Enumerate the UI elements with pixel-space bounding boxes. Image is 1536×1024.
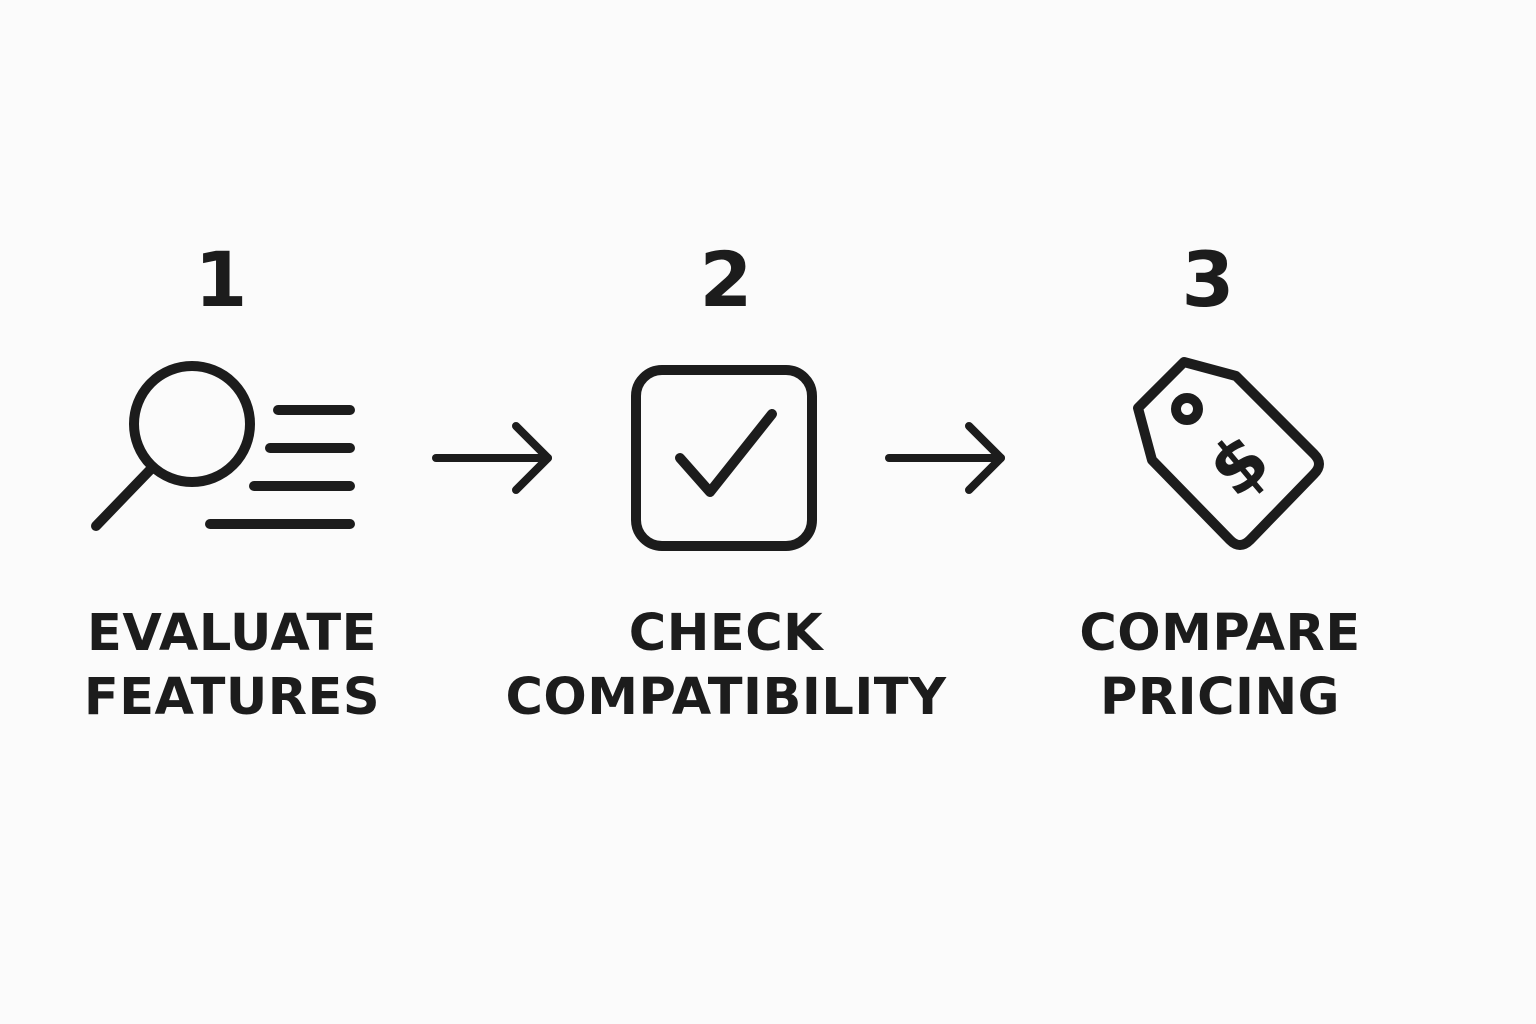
step-label: CHECK COMPATIBILITY xyxy=(466,602,986,730)
step-label: COMPARE PRICING xyxy=(960,602,1480,730)
arrow-right-icon xyxy=(430,420,560,500)
search-list-icon xyxy=(86,352,366,542)
step-label-line: EVALUATE xyxy=(87,604,377,663)
step-label: EVALUATE FEATURES xyxy=(0,602,492,730)
price-tag-icon: $ xyxy=(1128,352,1328,558)
step-label-line: CHECK xyxy=(628,604,824,663)
step-number: 3 xyxy=(1181,235,1235,324)
step-number: 2 xyxy=(699,235,753,324)
arrow-right-icon xyxy=(883,420,1013,500)
step-number: 1 xyxy=(194,235,248,324)
step-label-line: COMPATIBILITY xyxy=(505,668,947,727)
checkbox-icon xyxy=(628,362,824,554)
step-label-line: COMPARE xyxy=(1079,604,1361,663)
step-label-line: PRICING xyxy=(1099,668,1341,727)
step-label-line: FEATURES xyxy=(83,668,381,727)
svg-text:$: $ xyxy=(1192,416,1284,513)
